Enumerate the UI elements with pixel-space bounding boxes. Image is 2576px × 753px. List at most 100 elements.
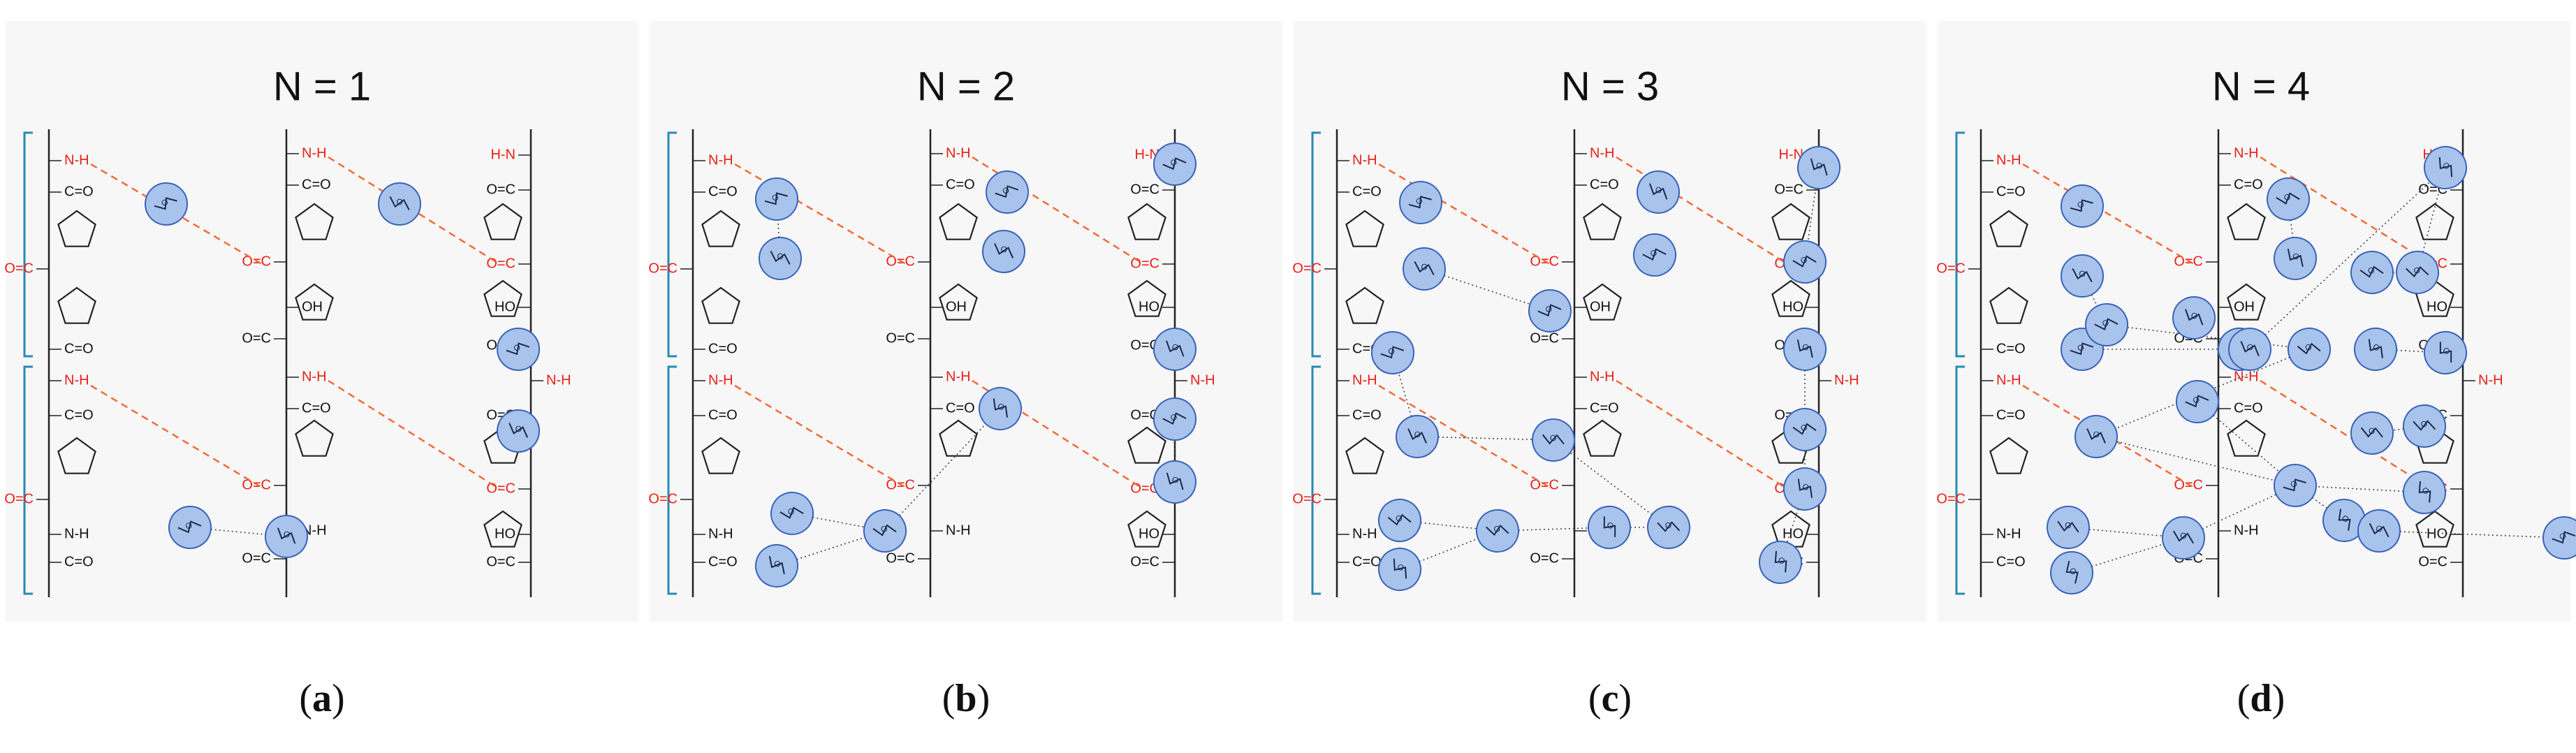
water-molecule-icon: O (2357, 509, 2401, 553)
proline-ring-icon (1989, 210, 2028, 247)
atom-group-label: O=C (242, 330, 271, 346)
atom-group-label: C=O (64, 184, 94, 199)
atom-group-label: O=C (648, 491, 678, 506)
proline-ring-icon (701, 437, 740, 474)
svg-text:O: O (2180, 531, 2187, 541)
atom-group-label: C=O (1590, 400, 1619, 416)
atom-group-label: O=C (1774, 182, 1803, 197)
water-molecule-icon: O (378, 182, 421, 226)
water-bond-line (2095, 436, 2296, 486)
proline-ring-icon (57, 210, 96, 247)
atom-group-label: C=O (1352, 407, 1382, 423)
svg-text:O: O (1815, 160, 1823, 171)
water-molecule-icon: O (986, 170, 1029, 214)
repeat-unit-bracket (1311, 131, 1321, 358)
atom-group-label: N-H (2234, 145, 2259, 161)
water-molecule-icon: O (982, 230, 1025, 273)
atom-group-label: HO (1783, 299, 1803, 314)
water-molecule-icon: O (1378, 499, 1421, 542)
atom-group-label: N-H (64, 526, 89, 541)
repeat-unit-bracket (667, 365, 677, 595)
hydrogen-bond-icon (734, 384, 907, 489)
svg-text:O: O (2376, 524, 2383, 534)
proline-ring-icon (1127, 426, 1166, 464)
water-molecule-icon: O (1371, 331, 1414, 374)
proline-ring-icon (1345, 210, 1384, 247)
atom-group-label: O=C (4, 261, 34, 276)
atom-group-label: C=O (708, 341, 738, 356)
water-molecule-icon: O (497, 409, 540, 453)
atom-group-label: O=C (486, 182, 515, 197)
atom-group-label: C=O (946, 400, 975, 416)
svg-text:O: O (1421, 262, 1428, 272)
water-molecule-icon: O (770, 492, 814, 535)
atom-group-label: N-H (708, 372, 733, 388)
atom-group-label: H-N (490, 147, 515, 162)
proline-ring-icon (2227, 203, 2266, 240)
svg-text:O: O (2291, 251, 2300, 262)
water-molecule-icon: O (2047, 506, 2090, 549)
proline-ring-icon (1771, 203, 1810, 240)
atom-group-label: N-H (946, 369, 971, 384)
water-molecule-icon: O (863, 509, 907, 553)
panel-background (6, 21, 638, 622)
water-molecule-icon: O (2274, 237, 2317, 280)
panel-background (1938, 21, 2570, 622)
atom-group-label: O=C (1130, 554, 1159, 569)
proline-ring-icon (57, 286, 96, 324)
atom-group-label: N-H (1996, 152, 2021, 168)
water-molecule-icon: O (497, 328, 540, 371)
water-molecule-icon: O (1153, 142, 1196, 186)
hydrogen-bond-icon (2260, 156, 2432, 265)
svg-text:O: O (1655, 185, 1663, 196)
water-bond-line (1553, 439, 1669, 528)
atom-group-label: HO (495, 299, 515, 314)
proline-ring-icon (1583, 283, 1622, 321)
atom-group-label: N-H (546, 372, 571, 388)
water-molecule-icon: O (2288, 328, 2331, 371)
atom-group-label: O=C (1530, 330, 1559, 346)
water-molecule-icon: O (1153, 397, 1196, 441)
backbone-chain: N-HC=OO=CC=ON-HC=OO=CN-HC=O (1936, 129, 2028, 597)
atom-group-label: HO (1139, 299, 1159, 314)
svg-text:O: O (2079, 269, 2086, 279)
atom-group-label: OH (2234, 299, 2255, 314)
water-bond-line (2288, 198, 2296, 259)
atom-group-label: N-H (64, 152, 89, 168)
water-molecule-icon: O (2228, 328, 2271, 371)
atom-group-label: C=O (1590, 177, 1619, 192)
atom-group-label: O=C (1130, 182, 1159, 197)
atom-group-label: O=C (1130, 407, 1159, 423)
atom-group-label: N-H (1996, 526, 2021, 541)
atom-group-label: O=C (486, 554, 515, 569)
proline-ring-icon (1583, 203, 1622, 240)
atom-group-label: O=C (1130, 337, 1159, 353)
panel-title: N = 2 (917, 64, 1015, 109)
atom-group-label: OH (302, 299, 323, 314)
proline-ring-icon (1345, 437, 1384, 474)
water-molecule-icon: O (1633, 233, 1676, 277)
water-molecule-icon: O (1647, 506, 1690, 549)
water-molecule-icon: O (759, 237, 802, 280)
water-molecule-icon: O (1783, 240, 1827, 284)
atom-group-label: N-H (946, 145, 971, 161)
water-molecule-icon: O (1476, 509, 1519, 553)
atom-group-label: C=O (2234, 177, 2263, 192)
water-molecule-icon: O (2322, 499, 2366, 542)
atom-group-label: O=C (886, 330, 915, 346)
water-molecule-icon: O (2176, 380, 2219, 423)
backbone-chain: N-HC=OO=COHO=CN-HC=OO=CN-HO=C (886, 129, 978, 597)
svg-text:O: O (773, 558, 782, 569)
water-bond-line (776, 198, 781, 259)
water-molecule-icon: O (1528, 289, 1572, 332)
panel-title: N = 1 (273, 64, 371, 109)
svg-text:O: O (2190, 311, 2199, 321)
proline-ring-icon (1583, 419, 1622, 457)
water-molecule-icon: O (1153, 328, 1196, 371)
atom-group-label: N-H (2234, 522, 2259, 538)
water-molecule-icon: O (1783, 408, 1827, 451)
panel-background (650, 21, 1282, 622)
svg-text:O: O (1414, 430, 1421, 440)
proline-ring-icon (2415, 510, 2454, 548)
proline-ring-icon (483, 203, 522, 240)
